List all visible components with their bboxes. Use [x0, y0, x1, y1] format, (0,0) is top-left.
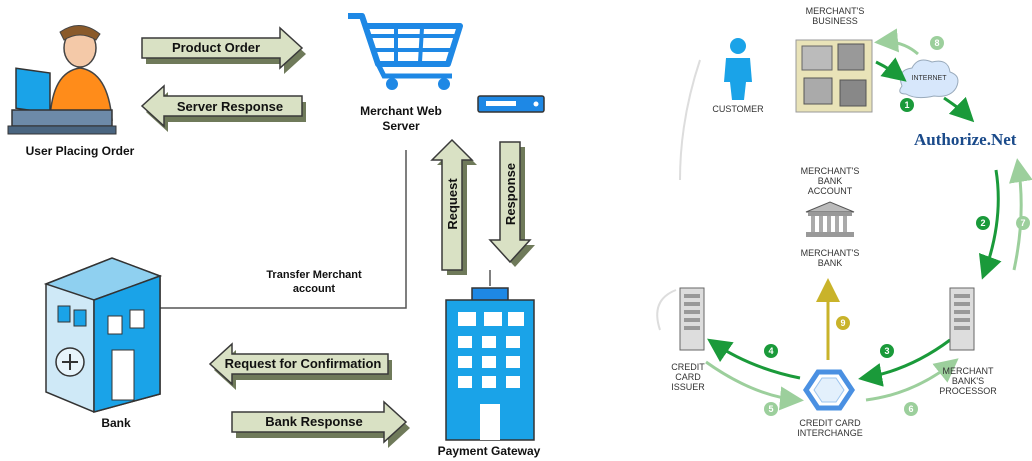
flow-arrow-authorize-to-processor	[978, 169, 1002, 280]
shopping-cart-icon	[348, 13, 463, 90]
user-placing-order-label: User Placing Order	[25, 144, 135, 158]
flow-arrow-processor-to-interchange	[858, 338, 951, 387]
bank-response-arrow	[231, 400, 410, 448]
flow-ring-outline	[679, 59, 701, 181]
product-order-label: Product Order	[172, 40, 260, 55]
payment-gateway-label: Payment Gateway	[437, 444, 541, 458]
authorize-net-logo: Authorize.Net	[914, 130, 1017, 149]
server-icon	[477, 95, 545, 113]
step-badge-5: 5	[764, 402, 778, 416]
internet-cloud-icon	[899, 59, 959, 99]
transfer-line	[160, 150, 407, 309]
flow-arrow-processor-to-authorize	[1008, 158, 1032, 271]
merchants-bank-account-label: MERCHANT'S BANK ACCOUNT	[800, 166, 860, 196]
merchants-business-label: MERCHANT'S BUSINESS	[805, 6, 865, 26]
response-label: Response	[503, 163, 518, 225]
flow-arrow-interchange-to-processor	[865, 358, 959, 402]
flow-arrow-internet-to-business	[874, 28, 919, 56]
bank-building-icon	[43, 257, 163, 413]
step-badge-4: 4	[764, 344, 778, 358]
server-response-arrow	[140, 84, 306, 132]
payment-gateway-building-icon	[445, 287, 535, 441]
merchants-bank-label: MERCHANT'S BANK	[800, 248, 860, 268]
flow-arrow-business-to-internet	[875, 57, 907, 82]
bank-response-label: Bank Response	[265, 414, 363, 429]
step-badge-8: 8	[930, 36, 944, 50]
request-confirmation-label: Request for Confirmation	[225, 356, 382, 371]
flow-ring-left	[656, 289, 677, 331]
product-order-arrow	[141, 26, 306, 74]
credit-card-interchange-icon	[802, 369, 856, 411]
step-badge-3: 3	[880, 344, 894, 358]
merchants-bank-icon	[805, 201, 855, 237]
credit-card-issuer-label: CREDIT CARD ISSUER	[671, 362, 705, 392]
credit-card-issuer-server-icon	[679, 287, 705, 351]
server-response-label: Server Response	[177, 99, 283, 114]
step-badge-2: 2	[976, 216, 990, 230]
credit-card-interchange-label: CREDIT CARD INTERCHANGE	[797, 418, 863, 438]
flow-arrow-interchange-to-issuer	[707, 338, 801, 380]
request-confirmation-arrow	[208, 342, 392, 390]
merchant-bank-processor-server-icon	[949, 287, 975, 351]
bank-label: Bank	[101, 416, 131, 430]
customer-label: CUSTOMER	[712, 104, 764, 114]
step-badge-7: 7	[1016, 216, 1030, 230]
request-label: Request	[445, 178, 460, 230]
merchant-bank-processor-label: MERCHANT BANK'S PROCESSOR	[939, 366, 997, 396]
request-arrow	[430, 138, 477, 275]
flow-arrow-internet-to-authorize	[943, 96, 975, 123]
flow-arrow-issuer-to-interchange	[705, 360, 804, 411]
step-badge-9: 9	[836, 316, 850, 330]
step-badge-6: 6	[904, 402, 918, 416]
customer-icon	[724, 38, 752, 100]
step-badge-1: 1	[900, 98, 914, 112]
internet-label: INTERNET	[911, 75, 947, 82]
response-arrow	[488, 141, 535, 267]
transfer-merchant-account-label: Transfer Merchant account	[266, 269, 362, 295]
merchant-web-server-label: Merchant Web Server	[360, 104, 442, 133]
user-computer-icon	[7, 25, 117, 135]
merchant-business-icon	[795, 39, 873, 113]
